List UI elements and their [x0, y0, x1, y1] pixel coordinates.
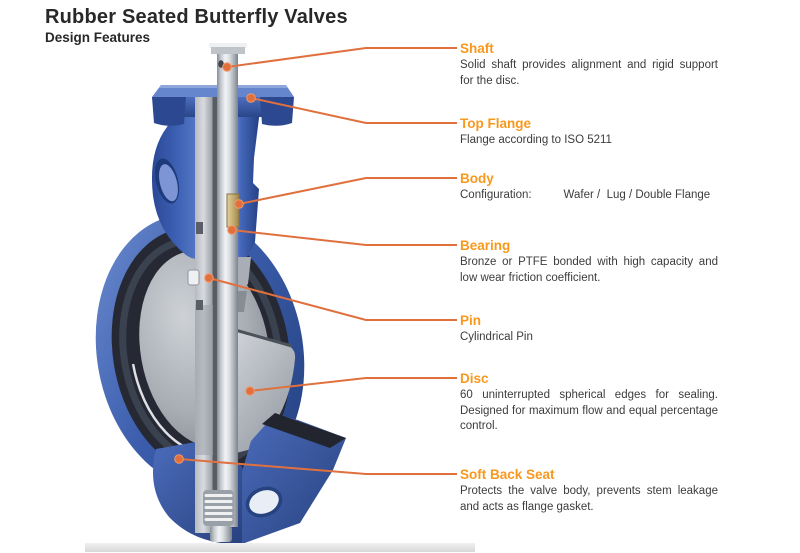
valve-top-flange-left-lip — [152, 97, 186, 126]
callout-bearing-description: Bronze or PTFE bonded with high capacity… — [460, 256, 718, 284]
callout-shaft-title: Shaft — [460, 41, 494, 56]
callout-dots — [174, 62, 256, 464]
valve-disc-wedge — [231, 330, 296, 453]
dot-soft-back-seat — [174, 454, 184, 464]
valve-cut-tick-1 — [196, 222, 203, 234]
valve-disc-edge — [227, 326, 293, 348]
dot-disc — [245, 386, 255, 396]
callout-soft-back-seat-description: Protects the valve body, prevents stem l… — [460, 485, 718, 513]
callout-body-title: Body — [460, 171, 494, 186]
dot-bearing — [227, 225, 237, 235]
valve-shaft-cap-top — [209, 43, 247, 48]
leader-pin — [208, 277, 457, 321]
callout-top-flange-title: Top Flange — [460, 116, 531, 131]
valve-shaft — [217, 50, 238, 527]
callout-body: Body Configuration: Wafer / Lug / Double… — [460, 170, 718, 204]
callout-top-flange-description: Flange according to ISO 5211 — [460, 134, 612, 146]
leader-body — [238, 177, 457, 205]
valve-bracket-hole — [245, 486, 283, 518]
callout-bearing: Bearing Bronze or PTFE bonded with high … — [460, 237, 718, 286]
page-subtitle: Design Features — [45, 30, 151, 45]
valve-shaft-cap — [211, 47, 245, 54]
leader-shaft — [226, 47, 457, 68]
callout-pin: Pin Cylindrical Pin — [460, 312, 718, 346]
dot-shaft — [222, 62, 232, 72]
callout-soft-back-seat-title: Soft Back Seat — [460, 467, 555, 482]
dot-top-flange — [246, 93, 256, 103]
leader-soft-back-seat — [178, 458, 457, 475]
callout-pin-title: Pin — [460, 313, 482, 328]
callout-shaft: Shaft Solid shaft provides alignment and… — [460, 40, 718, 89]
page-edge-shadow — [85, 543, 475, 552]
callout-body-description: Configuration: Wafer / Lug / Double Flan… — [460, 189, 711, 201]
valve-cut-gap — [212, 97, 217, 533]
valve-bracket-top-edge — [262, 413, 346, 448]
callout-top-flange: Top Flange Flange according to ISO 5211 — [460, 115, 718, 149]
dot-body — [234, 199, 244, 209]
callout-disc-description: 60 uninterrupted spherical edges for sea… — [460, 389, 718, 432]
valve-pin — [187, 269, 200, 286]
callout-pin-description: Cylindrical Pin — [460, 331, 533, 343]
valve-hub-step-2 — [236, 291, 247, 312]
callout-disc: Disc 60 uninterrupted spherical edges fo… — [460, 370, 718, 435]
valve-top-flange-right-lip — [260, 97, 294, 126]
leader-disc — [249, 377, 457, 392]
leader-bearing — [231, 229, 457, 246]
valve-bearing — [226, 193, 240, 228]
callout-shaft-description: Solid shaft provides alignment and rigid… — [460, 59, 718, 87]
leader-top-flange — [250, 97, 457, 124]
valve-cut-tick-2 — [196, 300, 203, 310]
callout-disc-title: Disc — [460, 371, 489, 386]
callout-soft-back-seat: Soft Back Seat Protects the valve body, … — [460, 466, 718, 515]
dot-pin — [204, 273, 214, 283]
page-title: Rubber Seated Butterfly Valves — [45, 6, 348, 28]
valve-web-hole — [154, 158, 180, 204]
valve-hub-shading — [195, 305, 213, 455]
callout-bearing-title: Bearing — [460, 238, 511, 253]
callout-leaders — [178, 47, 457, 475]
valve-stem-threads — [203, 490, 234, 542]
